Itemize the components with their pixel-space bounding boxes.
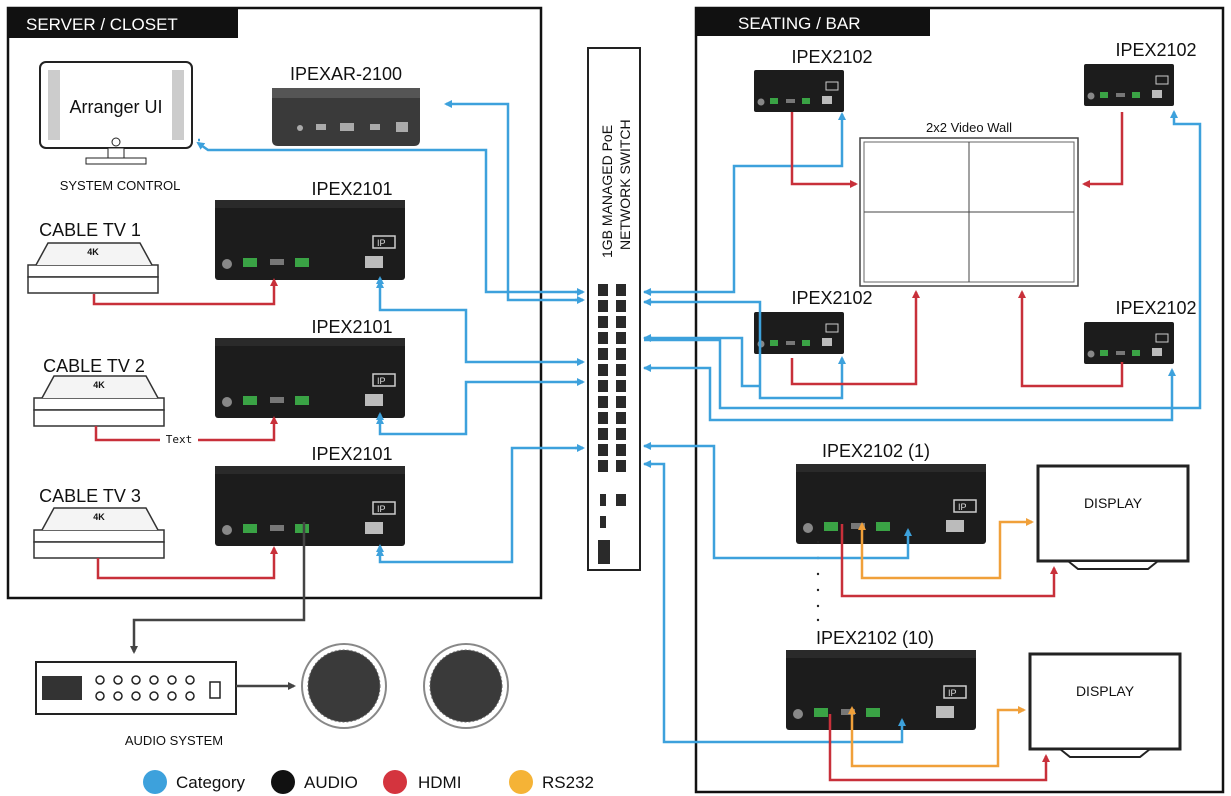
ipex-device-icon bbox=[795, 463, 987, 545]
ipex-device-icon bbox=[785, 649, 977, 731]
amplifier-icon bbox=[35, 661, 237, 715]
ipex2101-label-1: IPEX2101 bbox=[311, 179, 392, 199]
legend-hdmi-label: HDMI bbox=[418, 773, 461, 792]
legend-audio-label: AUDIO bbox=[304, 773, 358, 792]
ipex-device-icon bbox=[1083, 321, 1175, 365]
seating-bar-header bbox=[696, 8, 930, 36]
legend-rs232-swatch bbox=[509, 770, 533, 794]
ipex2102-label-tl: IPEX2102 bbox=[791, 47, 872, 67]
media-player-icon bbox=[272, 88, 420, 146]
ipex-device-icon bbox=[753, 69, 845, 113]
ipex2101-label-2: IPEX2101 bbox=[311, 317, 392, 337]
legend-audio-swatch bbox=[271, 770, 295, 794]
switch-label-line1: 1GB MANAGED PoE bbox=[599, 125, 615, 258]
legend-category-label: Category bbox=[176, 773, 245, 792]
cable-tv-2-label: CABLE TV 2 bbox=[43, 356, 145, 376]
legend: Category AUDIO HDMI RS232 bbox=[143, 770, 594, 794]
network-switch-icon bbox=[587, 47, 641, 571]
speaker-icon bbox=[301, 643, 387, 729]
seating-bar-frame bbox=[694, 6, 1225, 794]
ipex-device-icon bbox=[1083, 63, 1175, 107]
monitor-icon bbox=[39, 61, 193, 165]
ipex-device-icon bbox=[214, 199, 406, 281]
ipex2102-label-tr: IPEX2102 bbox=[1115, 40, 1196, 60]
ipex2102-1-label: IPEX2102 (1) bbox=[822, 441, 930, 461]
seating-bar-title: SEATING / BAR bbox=[738, 14, 861, 33]
video-wall-label: 2x2 Video Wall bbox=[926, 120, 1012, 135]
legend-category-swatch bbox=[143, 770, 167, 794]
display-label-1: DISPLAY bbox=[1084, 495, 1143, 511]
cable-tv-3-label: CABLE TV 3 bbox=[39, 486, 141, 506]
ipex2101-label-3: IPEX2101 bbox=[311, 444, 392, 464]
ipex2102-label-br: IPEX2102 bbox=[1115, 298, 1196, 318]
server-closet-frame bbox=[6, 6, 543, 600]
ipex-device-icon bbox=[214, 337, 406, 419]
hdmi-text-label: Text bbox=[166, 433, 193, 446]
legend-hdmi-swatch bbox=[383, 770, 407, 794]
server-closet-header bbox=[8, 8, 238, 38]
audio-system-label: AUDIO SYSTEM bbox=[125, 733, 223, 748]
cable-box-logo-2: 4K bbox=[93, 380, 105, 390]
video-wall-icon bbox=[859, 137, 1079, 287]
legend-rs232-label: RS232 bbox=[542, 773, 594, 792]
ipex2102-label-bl: IPEX2102 bbox=[791, 288, 872, 308]
system-control-label: SYSTEM CONTROL bbox=[60, 178, 181, 193]
server-closet-title: SERVER / CLOSET bbox=[26, 15, 178, 34]
cable-tv-1-label: CABLE TV 1 bbox=[39, 220, 141, 240]
arranger-ui-label: Arranger UI bbox=[69, 97, 162, 117]
ipexar-label: IPEXAR-2100 bbox=[290, 64, 402, 84]
switch-label-line2: NETWORK SWITCH bbox=[617, 119, 633, 250]
ipex2102-10-label: IPEX2102 (10) bbox=[816, 628, 934, 648]
display-icon bbox=[1028, 652, 1182, 759]
ipex-device-icon bbox=[753, 311, 845, 355]
ipex-device-icon bbox=[214, 465, 406, 547]
display-label-10: DISPLAY bbox=[1076, 683, 1135, 699]
cable-box-logo-1: 4K bbox=[87, 247, 99, 257]
display-icon bbox=[1036, 464, 1190, 571]
cable-box-logo-3: 4K bbox=[93, 512, 105, 522]
speaker-icon bbox=[423, 643, 509, 729]
